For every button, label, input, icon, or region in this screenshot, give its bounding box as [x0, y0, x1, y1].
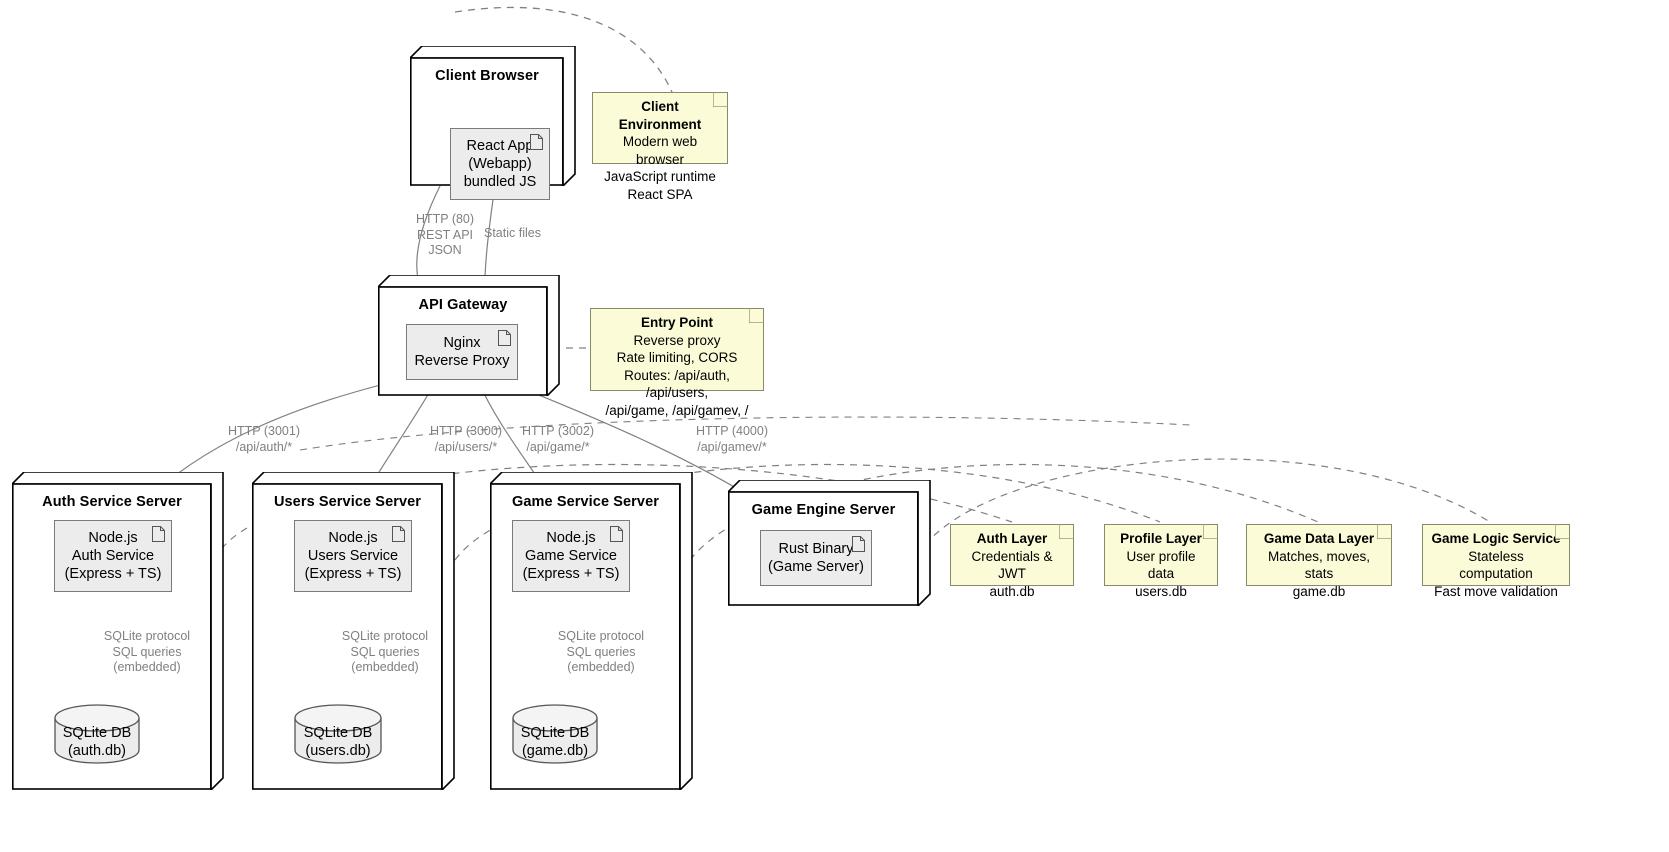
- component-nginx[interactable]: Nginx Reverse Proxy: [406, 324, 518, 380]
- note-fold-icon: [1555, 524, 1570, 539]
- note-title: Profile Layer: [1120, 531, 1202, 546]
- note-game-data-layer[interactable]: Game Data Layer Matches, moves, stats ga…: [1246, 524, 1392, 599]
- node-title: Auth Service Server: [42, 494, 182, 510]
- database-label: SQLite DB (auth.db): [62, 725, 132, 759]
- component-users-service[interactable]: Node.js Users Service (Express + TS): [294, 520, 412, 592]
- edge-label-gateway-users: HTTP (3000) /api/users/*: [429, 424, 502, 454]
- note-title: Entry Point: [640, 315, 713, 330]
- note-line: Fast move validation: [1434, 583, 1558, 599]
- note-entry-point[interactable]: Entry Point Reverse proxy Rate limiting,…: [590, 308, 764, 418]
- document-icon: [852, 536, 865, 552]
- edge-label-users-db: SQLite protocol SQL queries (embedded): [341, 629, 429, 674]
- component-rust-binary[interactable]: Rust Binary (Game Server): [760, 530, 872, 586]
- note-line: Credentials & JWT: [971, 548, 1053, 582]
- node-title: Client Browser: [435, 68, 539, 84]
- note-fold-icon: [1377, 524, 1392, 539]
- database-label: SQLite DB (game.db): [520, 725, 590, 759]
- edge-label-static-files: Static files: [484, 226, 541, 240]
- note-line: Reverse proxy: [633, 332, 721, 348]
- note-profile-layer[interactable]: Profile Layer User profile data users.db: [1104, 524, 1218, 599]
- node-title: Game Engine Server: [751, 502, 896, 518]
- note-fold-icon: [1203, 524, 1218, 539]
- component-label: Node.js Auth Service (Express + TS): [64, 530, 162, 582]
- document-icon: [530, 134, 543, 150]
- edge-label-gateway-engine: HTTP (4000) /api/gamev/*: [695, 424, 768, 454]
- note-line: React SPA: [627, 186, 693, 202]
- node-title: Users Service Server: [273, 494, 422, 510]
- note-line: Matches, moves, stats: [1267, 548, 1371, 582]
- note-title: Client Environment: [618, 99, 702, 132]
- note-title: Game Data Layer: [1263, 531, 1375, 546]
- edge-label-browser-gateway: HTTP (80) REST API JSON: [415, 212, 475, 257]
- node-title: Game Service Server: [511, 494, 659, 510]
- note-fold-icon: [1059, 524, 1074, 539]
- component-label: Node.js Users Service (Express + TS): [304, 530, 402, 582]
- note-line: auth.db: [989, 583, 1035, 599]
- node-game-engine-server[interactable]: Game Engine Server Rust Binary (Game Ser…: [728, 480, 931, 606]
- component-react-app[interactable]: React App (Webapp) bundled JS: [450, 128, 550, 200]
- node-users-service-server[interactable]: Users Service Server Node.js Users Servi…: [252, 472, 455, 790]
- edge-label-game-db: SQLite protocol SQL queries (embedded): [557, 629, 645, 674]
- component-auth-service[interactable]: Node.js Auth Service (Express + TS): [54, 520, 172, 592]
- edge-label-auth-db: SQLite protocol SQL queries (embedded): [103, 629, 191, 674]
- note-line: /api/game, /api/gamev, /: [605, 402, 749, 418]
- database-label: SQLite DB (users.db): [303, 725, 373, 759]
- component-label: Rust Binary (Game Server): [768, 541, 864, 575]
- node-api-gateway[interactable]: API Gateway Nginx Reverse Proxy: [378, 275, 560, 396]
- note-client-environment[interactable]: Client Environment Modern web browser Ja…: [592, 92, 728, 202]
- note-title: Auth Layer: [976, 531, 1048, 546]
- component-label: React App (Webapp) bundled JS: [463, 138, 537, 190]
- edge-label-gateway-game: HTTP (3002) /api/game/*: [521, 424, 594, 454]
- note-line: game.db: [1292, 583, 1346, 599]
- component-label: Node.js Game Service (Express + TS): [522, 530, 620, 582]
- note-auth-layer[interactable]: Auth Layer Credentials & JWT auth.db: [950, 524, 1074, 599]
- note-title: Game Logic Service: [1431, 531, 1561, 546]
- note-line: Modern web browser: [622, 134, 698, 167]
- note-line: Rate limiting, CORS: [616, 350, 738, 365]
- document-icon: [152, 526, 165, 542]
- note-fold-icon: [713, 92, 728, 107]
- note-game-logic-service[interactable]: Game Logic Service Stateless computation…: [1422, 524, 1570, 599]
- document-icon: [498, 330, 511, 346]
- component-game-service[interactable]: Node.js Game Service (Express + TS): [512, 520, 630, 592]
- note-line: users.db: [1135, 583, 1187, 599]
- note-line: Routes: /api/auth, /api/users,: [624, 367, 730, 401]
- note-line: User profile data: [1126, 548, 1196, 582]
- document-icon: [610, 526, 623, 542]
- database-users-db[interactable]: SQLite DB (users.db): [294, 704, 382, 764]
- note-fold-icon: [749, 308, 764, 323]
- note-line: JavaScript runtime: [604, 169, 716, 184]
- database-game-db[interactable]: SQLite DB (game.db): [512, 704, 598, 764]
- node-client-browser[interactable]: Client Browser React App (Webapp) bundle…: [410, 46, 576, 200]
- node-game-service-server[interactable]: Game Service Server Node.js Game Service…: [490, 472, 693, 790]
- document-icon: [392, 526, 405, 542]
- component-label: Nginx Reverse Proxy: [414, 335, 510, 369]
- node-title: API Gateway: [418, 297, 508, 313]
- note-line: Stateless computation: [1459, 548, 1533, 582]
- node-auth-service-server[interactable]: Auth Service Server Node.js Auth Service…: [12, 472, 224, 790]
- edge-label-gateway-auth: HTTP (3001) /api/auth/*: [227, 424, 300, 454]
- database-auth-db[interactable]: SQLite DB (auth.db): [54, 704, 140, 764]
